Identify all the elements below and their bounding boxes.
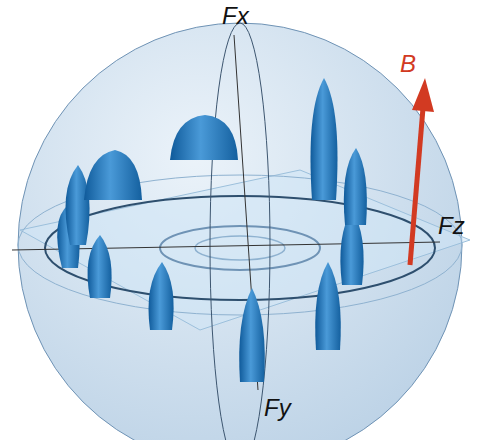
axis-label: Fz	[438, 214, 465, 238]
axis-label: Fy	[264, 396, 291, 420]
axis-label: Fx	[222, 4, 249, 28]
axis-label: B	[400, 52, 416, 76]
